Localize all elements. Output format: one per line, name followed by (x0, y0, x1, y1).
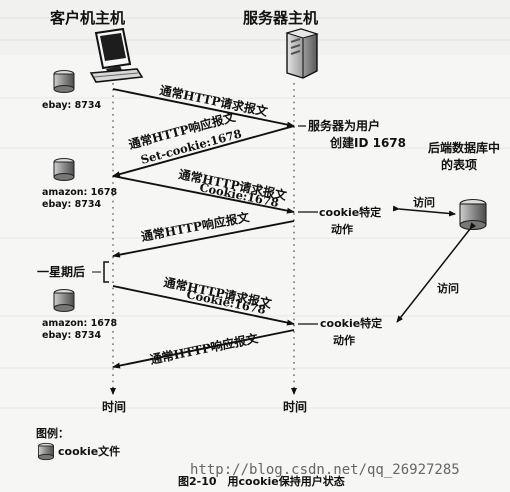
client-time-label: 时间 (102, 399, 126, 414)
cookie-file-text: amazon: 1678 (42, 187, 117, 198)
client-computer-icon (89, 27, 144, 83)
cookie-action-note: 动作 (333, 333, 355, 347)
legend-title: 图例： (36, 426, 69, 440)
client-host-label: 客户机主机 (49, 9, 125, 27)
cookie-file-text: ebay: 8734 (42, 100, 101, 111)
access-label: 访问 (437, 281, 459, 295)
backend-database-icon (459, 198, 487, 231)
server-time-label: 时间 (283, 399, 307, 414)
server-create-note: 服务器为用户 (308, 118, 380, 133)
cookie-file-text: ebay: 8734 (42, 330, 101, 341)
figure-caption: 图2-10 用cookie保持用户状态 (178, 474, 345, 488)
http-response-arrow (112, 220, 295, 258)
backend-note: 后端数据库中 (428, 140, 500, 155)
backend-note: 的表项 (441, 157, 477, 172)
http-response-arrow (112, 125, 295, 178)
access-arrow (392, 205, 456, 217)
server-create-note: 创建ID 1678 (329, 135, 406, 150)
server-host-label: 服务器主机 (243, 9, 318, 27)
cookie-action-note: cookie特定 (320, 316, 382, 330)
cookie-action-note: cookie特定 (319, 205, 381, 219)
one-week-label: 一星期后 (37, 264, 85, 279)
watermark-text: http://blog.csdn.net/qq_26927285 (190, 462, 460, 478)
cookie-file-icon (53, 70, 75, 93)
legend-cookie-icon (38, 442, 54, 461)
http-response-arrow (112, 329, 295, 369)
access-arrow (396, 222, 477, 323)
server-tower-icon (285, 28, 319, 79)
cookie-file-text: ebay: 8734 (42, 199, 101, 210)
http-request-arrow (112, 88, 295, 128)
cookie-file-icon (53, 289, 75, 312)
cookie-action-note: 动作 (331, 222, 353, 236)
http-request-arrow (112, 285, 295, 326)
cookie-file-icon (53, 158, 75, 181)
legend-cookie-label: cookie文件 (58, 444, 120, 458)
access-label: 访问 (413, 195, 435, 209)
http-request-arrow (112, 175, 295, 214)
cookie-file-text: amazon: 1678 (42, 318, 117, 329)
one-week-bracket (103, 261, 109, 283)
